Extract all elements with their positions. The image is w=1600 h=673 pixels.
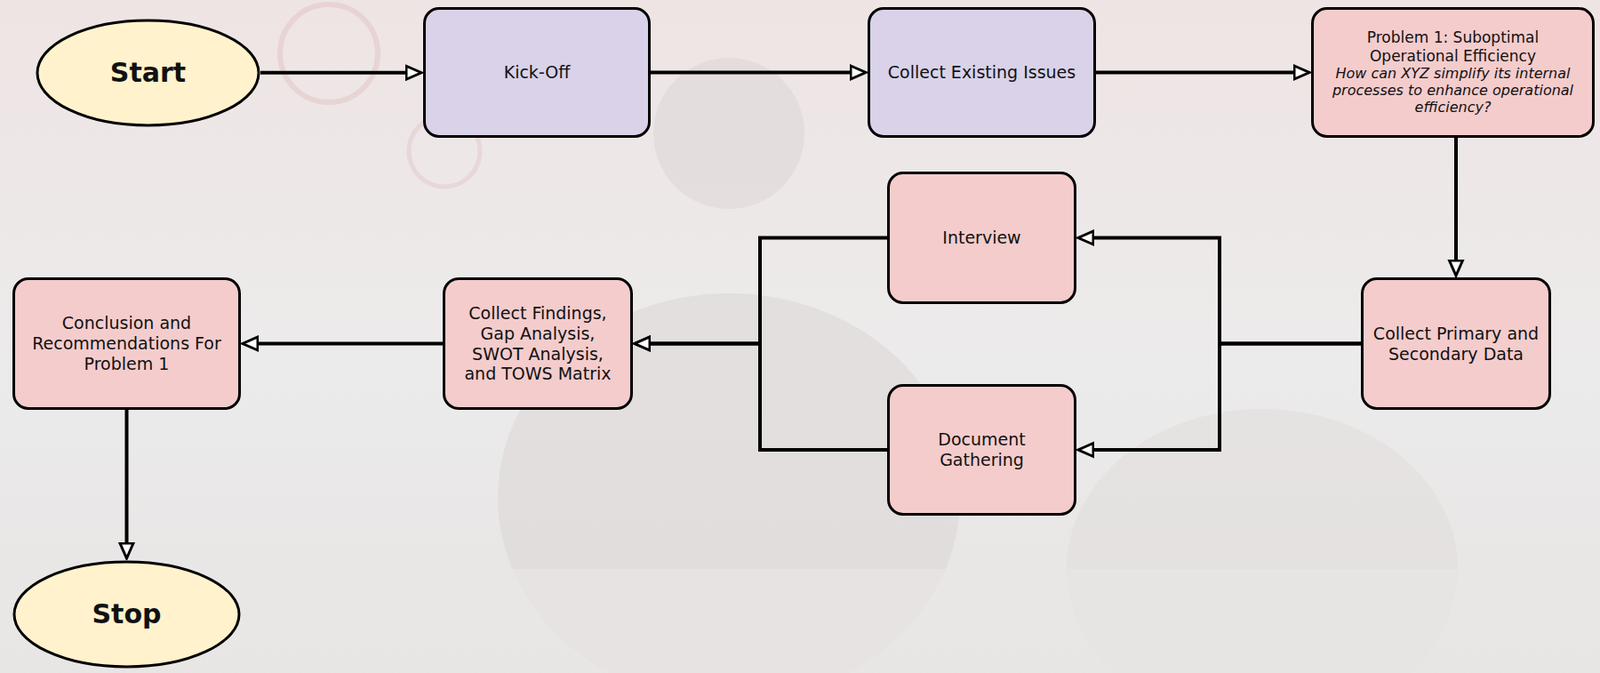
process-box: Conclusion and Recommendations For Probl… — [12, 277, 241, 410]
background-gear — [280, 4, 378, 103]
flow-arrow — [649, 344, 888, 451]
node-label: Collect Primary and Secondary Data — [1372, 323, 1540, 365]
node-label: Conclusion and Recommendations For Probl… — [24, 312, 230, 374]
process-box: Collect Findings, Gap Analysis, SWOT Ana… — [442, 277, 633, 410]
node-label: Collect Existing Issues — [888, 62, 1076, 83]
node-label: Collect Findings, Gap Analysis, SWOT Ana… — [454, 303, 622, 384]
flow-arrow — [257, 342, 443, 346]
process-box: Document Gathering — [887, 384, 1077, 516]
start-terminal: Start — [35, 18, 261, 128]
process-box: Interview — [887, 171, 1077, 304]
flow-arrow — [1093, 344, 1361, 451]
terminal-ellipse — [14, 561, 240, 667]
terminal-ellipse — [37, 20, 259, 126]
background-table — [0, 568, 1600, 673]
process-box: Collect Existing Issues — [867, 7, 1096, 138]
node-question: How can XYZ simplify its internal proces… — [1322, 64, 1584, 117]
node-label: Document Gathering — [898, 429, 1065, 471]
background-figure — [653, 57, 805, 209]
node-label: Interview — [942, 227, 1021, 248]
flow-arrow — [650, 71, 851, 75]
problem-box: Problem 1: Suboptimal Operational Effici… — [1311, 7, 1595, 138]
node-label: Problem 1: Suboptimal Operational Effici… — [1322, 28, 1584, 65]
flow-arrow — [649, 238, 888, 344]
process-box: Kick-Off — [423, 7, 651, 138]
process-box: Collect Primary and Secondary Data — [1360, 277, 1552, 410]
flow-arrow — [1093, 238, 1361, 344]
flow-arrow — [125, 409, 129, 544]
stop-terminal: Stop — [12, 560, 241, 669]
flow-arrow — [1096, 71, 1295, 75]
flow-arrow — [260, 71, 407, 75]
node-label: Kick-Off — [504, 62, 571, 83]
node-label: Stop — [91, 598, 161, 631]
flow-arrow — [1454, 137, 1458, 261]
node-label: Start — [110, 56, 186, 89]
